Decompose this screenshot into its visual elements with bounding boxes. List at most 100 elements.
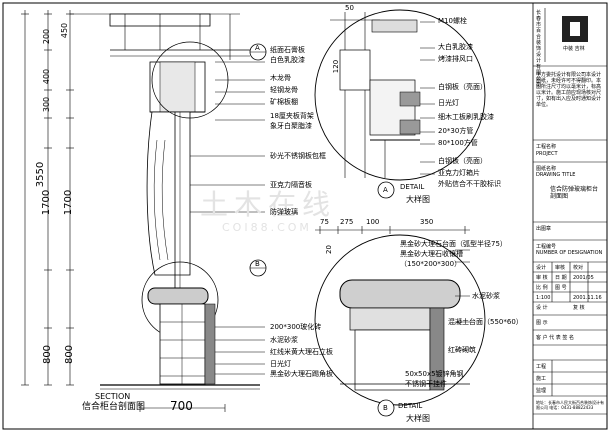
detail-a-label-light: 日光灯 — [438, 99, 459, 107]
detail-a-label-bolt: M10螺栓 — [438, 17, 467, 25]
label-steel-frame: 砂光不锈钢板包框 — [270, 152, 326, 160]
detail-b-label-concrete: 混凝土台面（550*60） — [448, 318, 523, 326]
section-title: 信合柜台剖面图 — [82, 402, 146, 412]
detail-a-label-steel2: 白钢板（亮面） — [438, 157, 487, 165]
detail-b-dim-350: 350 — [420, 218, 434, 226]
detail-a-word: DETAIL — [400, 183, 425, 191]
detail-b-label-size: （150*200*300） — [400, 260, 462, 268]
label-fluorescent: 日光灯 — [270, 360, 291, 368]
watermark-cn: 土木在线 — [200, 188, 337, 221]
detail-a-marker: A — [383, 186, 388, 194]
row3-b: 图 号 — [555, 285, 567, 291]
project-label: 工程名称 — [536, 144, 557, 150]
dim-width: 700 — [170, 399, 193, 413]
company-name-vertical: 长春市百合装饰设计有限公司 — [536, 10, 542, 88]
detail-b-title: 大样图 — [406, 414, 430, 423]
detail-a-label-lightbox: 亚克力灯箱片 — [438, 169, 480, 177]
footer-address: 地址：长春市人民大街百合装饰设计有限公司 电话：0431-88822433 — [536, 400, 604, 410]
section-word: SECTION — [95, 392, 131, 401]
detail-b-word: DETAIL — [398, 402, 423, 410]
detail-a-label-steel1: 白钢板（亮面） — [438, 83, 487, 91]
dim-200: 200 — [42, 28, 52, 45]
row3-d: 2001.11.16 — [573, 295, 602, 301]
detail-a-label-latex: 大白乳胶漆 — [438, 43, 473, 51]
detail-b-drawing — [314, 226, 486, 417]
label-plywood: 18厘夹板背架 — [270, 112, 314, 120]
detail-a-drawing — [314, 9, 486, 199]
label-wood-keel: 木龙骨 — [270, 74, 291, 82]
row2-c: 2001/05 — [573, 275, 594, 281]
label-latex: 白色乳胶漆 — [270, 56, 305, 64]
label-bulletproof-glass: 防弹玻璃 — [270, 208, 298, 216]
detail-b-label-hanger: 不锈钢干挂件 — [405, 380, 447, 388]
detail-a-label-board: 细木工板刷乳胶漆 — [438, 113, 494, 121]
marker-a-label: A — [255, 44, 260, 52]
detail-b-label-brick: 红砖砌筑 — [448, 346, 476, 354]
row-header-review: 审核 — [555, 265, 566, 271]
detail-b-dim-275: 275 — [340, 218, 354, 226]
section-drawing — [100, 13, 267, 412]
row5: 图 示 — [536, 320, 548, 326]
detail-b-marker: B — [383, 404, 388, 412]
label-marble-panel: 红线米黄大理石立板 — [270, 348, 333, 356]
detail-b-label-angle: 50x50x5镀锌角钢 — [405, 370, 464, 378]
row6: 客 户 代 表 签 名 — [536, 335, 574, 341]
detail-b-dim-side: 20 — [324, 245, 333, 254]
number-label: 工程编号 — [536, 244, 557, 250]
label-skirting: 黑金砂大理石踢角板 — [270, 370, 333, 378]
row-header-check: 校对 — [573, 265, 584, 271]
dim-800a: 800 — [42, 344, 54, 365]
detail-a-dim-top: 50 — [345, 4, 354, 12]
dim-total-height: 3550 — [35, 161, 47, 188]
row7-c: 监理 — [536, 388, 547, 394]
watermark-en: COI88.COM — [222, 221, 312, 234]
row2-a: 审 核 — [536, 275, 548, 281]
detail-b-label-groove: 黑金砂大理石收镶槽 — [400, 250, 463, 258]
label-tile: 200*300玻化砖 — [270, 323, 322, 331]
detail-b-label-top: 黑金砂大理石台面（弧型半径75） — [400, 240, 507, 248]
title-block-grid — [533, 8, 607, 415]
detail-a-label-tube1: 20*30方管 — [438, 127, 474, 135]
row7-a: 工程 — [536, 364, 547, 370]
drawing-en: DRAWING TITLE — [536, 172, 576, 178]
row7-b: 施工 — [536, 376, 547, 382]
row3-a: 比 例 — [536, 285, 548, 291]
detail-b-dim-75: 75 — [320, 218, 329, 226]
dim-400: 400 — [42, 68, 52, 85]
number-en: NUMBER OF DESIGNATION — [536, 250, 603, 256]
row4-b: 复 核 — [573, 305, 585, 311]
label-steel-keel: 轻钢龙骨 — [270, 86, 298, 94]
dim-300: 300 — [42, 96, 52, 113]
drawing-label: 图纸名称 — [536, 166, 557, 172]
detail-a-dim-side: 120 — [332, 59, 341, 74]
detail-b-dim-100: 100 — [366, 218, 380, 226]
label-ivory-paint: 象牙白聚脂漆 — [270, 122, 312, 130]
label-acrylic: 亚克力隔音板 — [270, 181, 312, 189]
detail-a-label-tube2: 80*100方管 — [438, 139, 478, 147]
logo-caption: 中装 吉林 — [563, 46, 585, 52]
drawing-name: 信合防弹玻璃柜台剖面图 — [550, 186, 599, 200]
label-gypsum: 纸面石膏板 — [270, 46, 305, 54]
detail-b-label-mortar: 水泥砂浆 — [472, 292, 500, 300]
label-mortar: 水泥砂浆 — [270, 336, 298, 344]
row2-b: 日 期 — [555, 275, 567, 281]
dim-450: 450 — [60, 22, 70, 39]
marker-b-label: B — [255, 260, 260, 268]
label-mineral-board: 矿棉板棚 — [270, 98, 298, 106]
row4-a: 设 计 — [536, 305, 548, 311]
detail-a-label-sticker: 外贴信合不干胶标识 — [438, 180, 501, 188]
marker-b-detail — [377, 399, 395, 417]
title-block-notes: 甲方委托设计有限公司本设计图纸，未经许可不得翻印。本图所注尺寸均以毫米计，标高以… — [536, 72, 602, 108]
dim-1700a: 1700 — [41, 189, 53, 216]
dim-1700b: 1700 — [63, 189, 75, 216]
row-header-design: 设计 — [536, 265, 547, 271]
project-en: PROJECT — [536, 151, 558, 157]
detail-a-label-vent: 烤漆排风口 — [438, 55, 473, 63]
marker-a-detail — [377, 181, 395, 199]
dim-800b: 800 — [64, 344, 76, 365]
stamp-label: 出图章 — [536, 226, 552, 232]
row3-c: 1:100 — [536, 295, 551, 301]
detail-a-title: 大样图 — [406, 195, 430, 204]
